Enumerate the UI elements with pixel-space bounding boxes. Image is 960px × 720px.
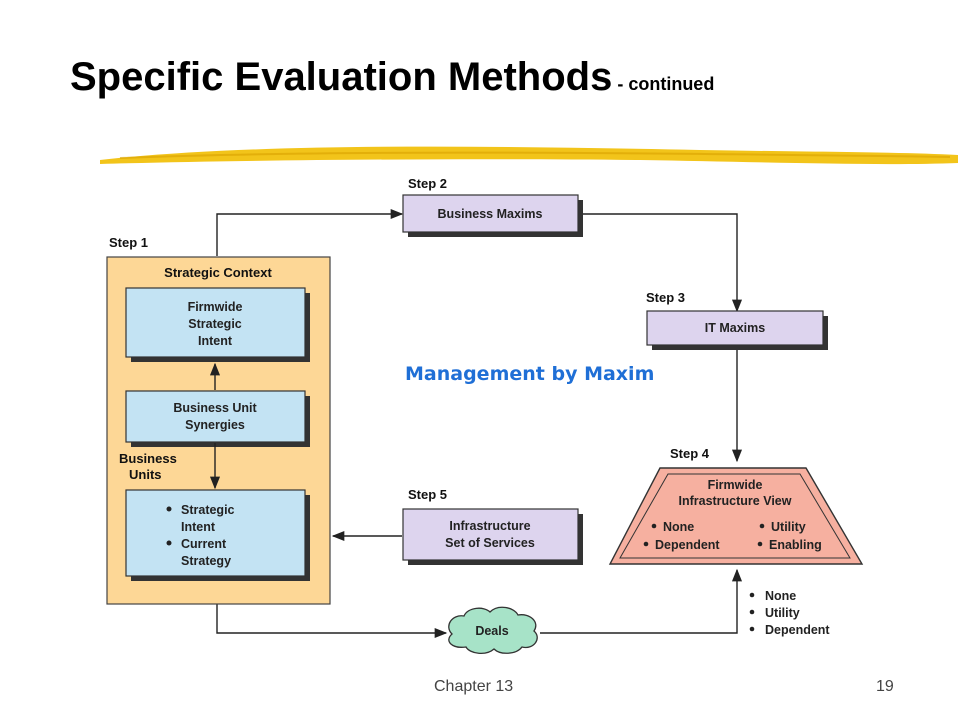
step2-label: Step 2 — [408, 176, 447, 191]
bullet-icon — [166, 506, 172, 512]
deals-cloud: Deals — [448, 606, 538, 654]
bullet-icon — [643, 541, 649, 547]
infra-option-none: None — [663, 520, 694, 534]
deals-text: Deals — [475, 624, 508, 638]
firmwide-infrastructure-view-trapezoid: Firmwide Infrastructure View None Depend… — [608, 467, 864, 565]
infrastructure-set-of-services-box: Infrastructure Set of Services — [402, 508, 583, 565]
firmwide-line-3: Intent — [198, 334, 233, 348]
it-maxims-box: IT Maxims — [646, 310, 828, 350]
bullet-icon — [651, 523, 657, 529]
step3-label: Step 3 — [646, 290, 685, 305]
infra-option-utility: Utility — [771, 520, 806, 534]
deals-options-list: None Utility Dependent — [749, 589, 830, 637]
title-underline-streak — [119, 151, 951, 159]
step5-label: Step 5 — [408, 487, 447, 502]
slide-title: Specific Evaluation Methods - continued — [70, 55, 714, 100]
page-number: 19 — [876, 678, 894, 695]
strategic-context-title: Strategic Context — [164, 265, 272, 280]
title-main: Specific Evaluation Methods — [70, 55, 613, 99]
business-maxims-box: Business Maxims — [402, 194, 583, 237]
synergies-line-1: Business Unit — [173, 401, 257, 415]
firmwide-line-2: Strategic — [188, 317, 242, 331]
infra-view-title-line-1: Firmwide — [708, 478, 763, 492]
bu-bullet-2-line-1: Current — [181, 537, 227, 551]
firmwide-strategic-intent-box: Firmwide Strategic Intent — [125, 287, 310, 362]
infra-services-line-1: Infrastructure — [449, 519, 530, 533]
business-units-label-line-1: Business — [119, 451, 177, 466]
connector-step2-to-step3 — [580, 213, 743, 313]
connector-context-to-deals — [216, 604, 448, 639]
title-underline-stroke — [100, 146, 958, 165]
bullet-icon — [166, 540, 172, 546]
business-unit-synergies-box: Business Unit Synergies — [125, 390, 310, 447]
infra-option-dependent: Dependent — [655, 538, 720, 552]
connector-deals-to-step4 — [540, 568, 743, 634]
bu-bullet-2-line-2: Strategy — [181, 554, 231, 568]
firmwide-line-1: Firmwide — [188, 300, 243, 314]
management-by-maxim-label: Management by Maxim — [405, 363, 654, 385]
deals-option-dependent: Dependent — [765, 623, 830, 637]
step4-label: Step 4 — [670, 446, 710, 461]
infra-services-line-2: Set of Services — [445, 536, 535, 550]
business-units-strategy-box: Strategic Intent Current Strategy — [125, 489, 310, 581]
bullet-icon — [749, 626, 755, 632]
connector-step1-to-step2 — [216, 208, 404, 256]
synergies-line-2: Synergies — [185, 418, 245, 432]
bu-bullet-1-line-1: Strategic — [181, 503, 235, 517]
business-maxims-text: Business Maxims — [438, 207, 543, 221]
footer-chapter: Chapter 13 — [434, 678, 514, 695]
infra-option-enabling: Enabling — [769, 538, 822, 552]
infra-view-title-line-2: Infrastructure View — [678, 494, 791, 508]
business-units-label-line-2: Units — [129, 467, 162, 482]
bullet-icon — [759, 523, 765, 529]
bullet-icon — [757, 541, 763, 547]
bullet-icon — [749, 609, 755, 615]
deals-option-utility: Utility — [765, 606, 800, 620]
diagram-connectors — [216, 208, 743, 639]
title-suffix: - continued — [612, 74, 715, 94]
bullet-icon — [749, 592, 755, 598]
bu-bullet-1-line-2: Intent — [181, 520, 216, 534]
it-maxims-text: IT Maxims — [705, 321, 765, 335]
step1-label: Step 1 — [109, 235, 148, 250]
deals-option-none: None — [765, 589, 796, 603]
